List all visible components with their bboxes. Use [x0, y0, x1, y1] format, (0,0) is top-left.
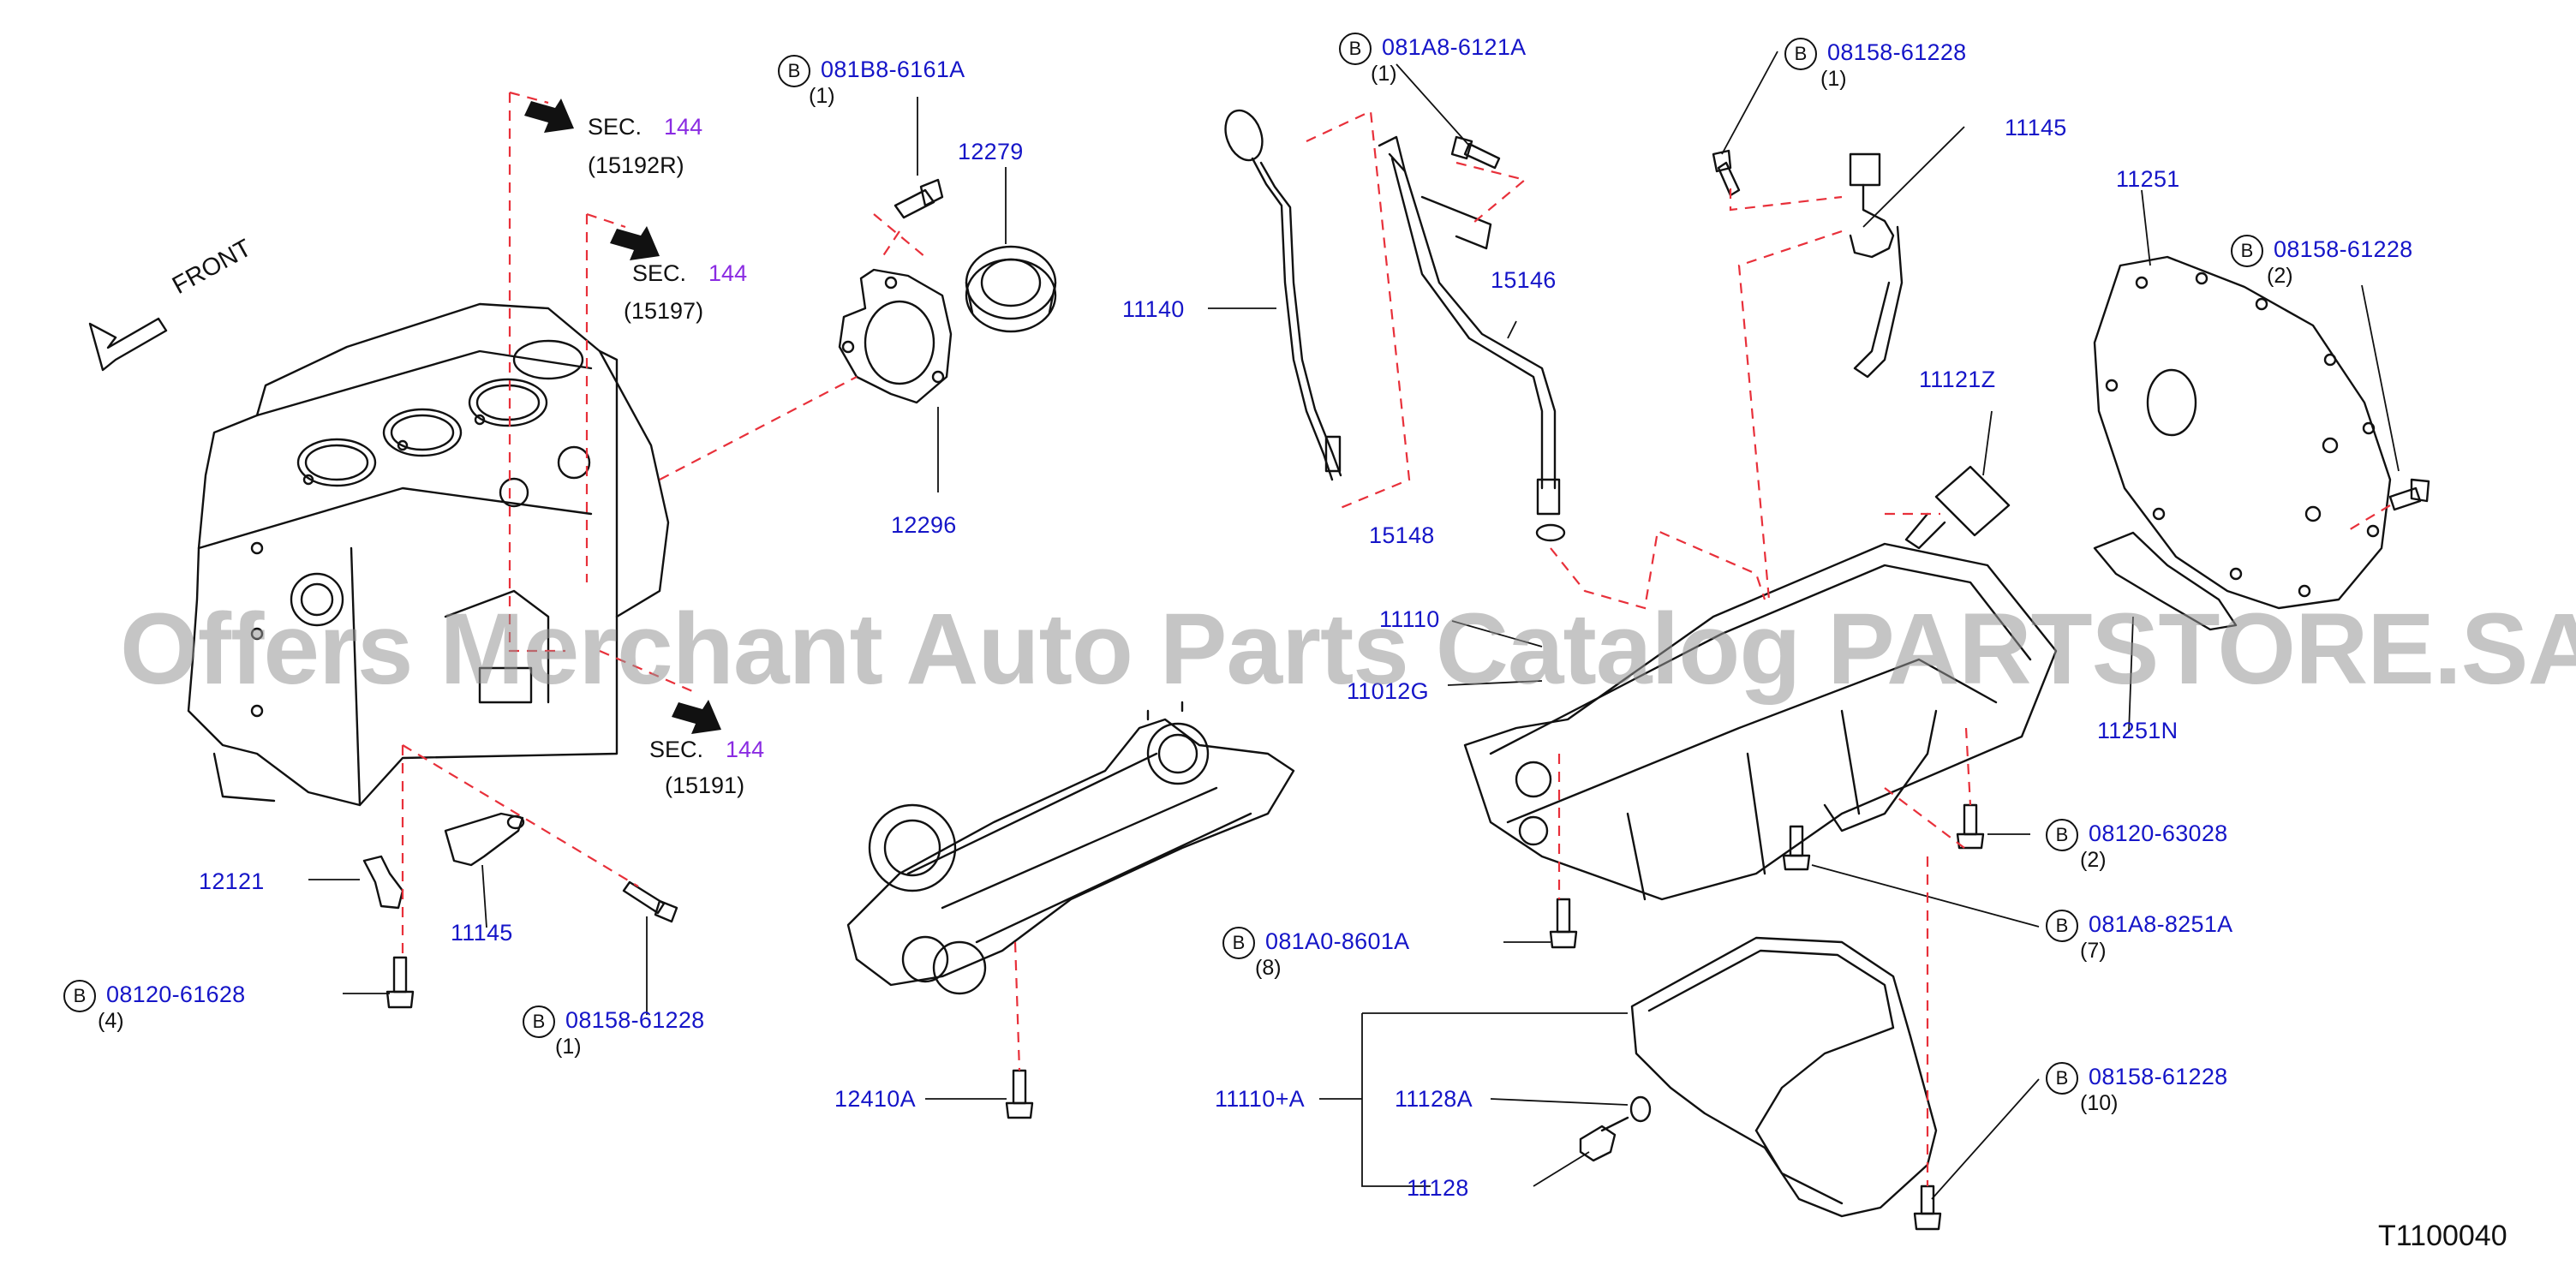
part-11012g-label[interactable]: 11012G [1347, 678, 1429, 704]
cylinder-block [187, 302, 670, 807]
bolt-symbol: B [1339, 33, 1372, 65]
bolt-qty: (1) [809, 84, 835, 108]
part-11140-label[interactable]: 11140 [1122, 296, 1185, 322]
bolt-081a8-8251a-label[interactable]: 081A8-8251A [2089, 911, 2233, 937]
bolt-081b8-6161a-label[interactable]: 081B8-6161A [821, 57, 965, 82]
part-15146-label[interactable]: 15146 [1491, 267, 1557, 293]
section-part-ref: (15192R) [588, 152, 684, 178]
oil-pump-balancer [846, 701, 1295, 995]
section-number: 144 [708, 260, 748, 286]
part-11121z-label[interactable]: 11121Z [1919, 367, 1996, 392]
bolt-symbol: B [523, 1005, 555, 1038]
bolt-icon-12410a [1005, 1069, 1034, 1119]
bolt-icon-081a8-8251a [1782, 825, 1811, 871]
section-part-ref: (15191) [665, 773, 745, 798]
cover-11251n [2093, 531, 2238, 631]
bolt-qty: (10) [2080, 1091, 2119, 1115]
o-ring-15148 [1535, 523, 1566, 542]
watermark: Offers Merchant Auto Parts Catalog PARTS… [120, 593, 2576, 706]
bolt-qty: (8) [1255, 956, 1282, 980]
part-11128-label[interactable]: 11128 [1407, 1175, 1469, 1201]
bolt-081a8-6121a-label[interactable]: 081A8-6121A [1382, 34, 1527, 60]
bolt-08158-61228-label[interactable]: 08158-61228 [565, 1007, 705, 1033]
bolt-icon-081b8 [894, 178, 944, 219]
bolt-qty: (1) [555, 1035, 582, 1059]
seal-retainer-12296 [838, 268, 953, 404]
part-12121-label[interactable]: 12121 [199, 868, 265, 894]
part-11110-label[interactable]: 11110 [1379, 606, 1440, 632]
bolt-icon-08120-63028 [1956, 803, 1985, 850]
oil-dipstick-11140 [1224, 109, 1342, 481]
bolt-qty: (1) [1371, 62, 1397, 86]
bolt-08120-63028-label[interactable]: 08120-63028 [2089, 820, 2228, 846]
section-ref-144-15192r[interactable]: SEC. 144 [588, 114, 702, 140]
bolt-081a0-8601a-label[interactable]: 081A0-8601A [1265, 928, 1410, 954]
part-11251n-label[interactable]: 11251N [2097, 718, 2179, 743]
bolt-icon-081a0 [1549, 898, 1578, 949]
sealant-tube-11121z [1904, 465, 2011, 550]
bolt-icon-081a8-6121a [1450, 135, 1501, 170]
section-number: 144 [664, 114, 703, 140]
bolt-qty: (1) [1820, 67, 1847, 91]
part-15148-label[interactable]: 15148 [1369, 522, 1435, 548]
diagram-code: T1100040 [2378, 1220, 2507, 1252]
section-prefix: SEC. [588, 114, 643, 140]
oil-pan-lower [1630, 936, 1938, 1218]
part-11145-label[interactable]: 11145 [2005, 115, 2067, 140]
part-11251-label[interactable]: 11251 [2116, 166, 2180, 192]
bolt-icon-08158-right [2388, 478, 2430, 511]
oil-seal-12279 [965, 245, 1057, 333]
bolt-symbol: B [1784, 38, 1817, 70]
section-ref-144-15197[interactable]: SEC. 144 [632, 260, 747, 287]
part-12296-label[interactable]: 12296 [891, 512, 957, 538]
bracket-12121 [362, 855, 404, 910]
dipstick-guide-15146 [1378, 135, 1561, 516]
bolt-symbol: B [2046, 910, 2078, 942]
part-11110a-label[interactable]: 11110+A [1215, 1086, 1305, 1112]
front-arrow-icon [88, 317, 168, 372]
sensor-11145-lower [444, 812, 525, 867]
bolt-08120-61628-label[interactable]: 08120-61628 [106, 982, 246, 1007]
section-prefix: SEC. [632, 260, 687, 286]
bolt-symbol: B [63, 980, 96, 1012]
washer-11128a [1629, 1095, 1652, 1123]
rear-plate-11251 [2093, 255, 2392, 610]
section-ref-144-15191[interactable]: SEC. 144 [649, 737, 764, 763]
bolt-08158-61228-label[interactable]: 08158-61228 [1827, 39, 1967, 65]
part-11145-label[interactable]: 11145 [451, 920, 513, 946]
bolt-symbol: B [1222, 927, 1255, 959]
bolt-08158-61228-label[interactable]: 08158-61228 [2089, 1064, 2228, 1089]
bolt-qty: (2) [2267, 264, 2293, 288]
bolt-symbol: B [2046, 819, 2078, 851]
bolt-symbol: B [778, 55, 810, 87]
oil-level-tube-11145 [1849, 152, 1904, 379]
bolt-symbol: B [2046, 1062, 2078, 1095]
bolt-qty: (2) [2080, 848, 2107, 872]
part-12279-label[interactable]: 12279 [958, 139, 1024, 164]
section-part-ref: (15197) [624, 298, 704, 324]
bolt-symbol: B [2231, 235, 2263, 267]
bolt-qty: (7) [2080, 939, 2107, 963]
oil-pan-upper-11110 [1463, 542, 2058, 901]
part-11128a-label[interactable]: 11128A [1395, 1086, 1473, 1112]
bolt-icon-08158-lower [622, 880, 678, 923]
section-prefix: SEC. [649, 737, 704, 762]
bolt-qty: (4) [98, 1009, 124, 1033]
section-number: 144 [726, 737, 765, 762]
bolt-icon-08158-top [1712, 149, 1741, 197]
bolt-icon-08120-61628 [386, 956, 415, 1009]
drain-plug-11128 [1579, 1116, 1629, 1162]
bolt-08158-61228-label[interactable]: 08158-61228 [2274, 236, 2413, 262]
part-12410a-label[interactable]: 12410A [834, 1086, 916, 1112]
